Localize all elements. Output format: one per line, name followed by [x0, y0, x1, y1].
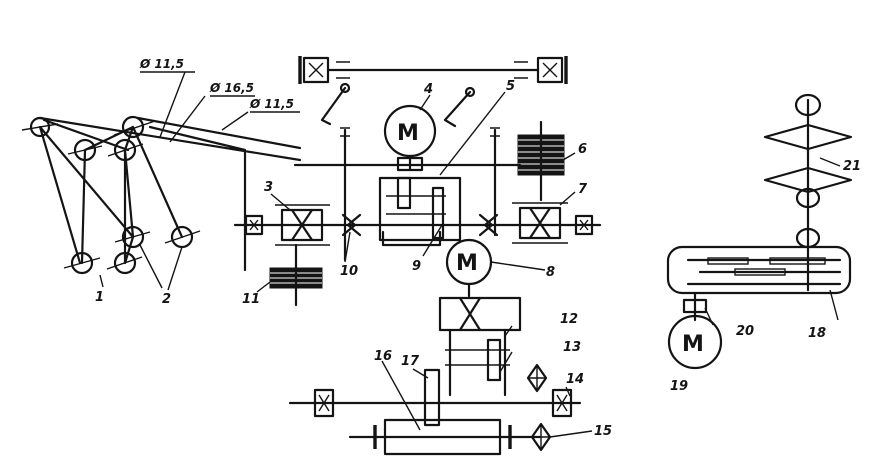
top-sheave-right: [121, 115, 145, 139]
gear-stack-b: [431, 186, 445, 240]
gear-21-upper: [763, 123, 853, 151]
gearbox-18: [666, 245, 852, 295]
gearbox-housing-upper: [378, 176, 462, 242]
differential-3: [275, 204, 330, 246]
label-10: 10: [340, 264, 358, 279]
label-8: 8: [546, 265, 555, 280]
gear-17: [423, 368, 441, 427]
lower-gearbox-shafts: [445, 349, 510, 366]
trolley-wheel-right-cross: [542, 62, 558, 78]
brake-15-cross: [532, 424, 550, 450]
label-21: 21: [843, 159, 861, 174]
dimension-leaders: [159, 71, 249, 143]
frame-bearings: [340, 127, 500, 137]
label-6: 6: [578, 142, 587, 157]
motor-4-symbol: M: [397, 121, 419, 146]
trolley-wheel-left-cross: [308, 62, 324, 78]
trolley-end-plates: [298, 56, 568, 84]
drum-6: [517, 120, 565, 202]
differential-3-cross: [290, 208, 314, 242]
label-2: 2: [162, 292, 171, 307]
gearbox-shafts: [386, 195, 446, 215]
gearbox-housing-lower: [438, 296, 522, 332]
sheave-block-assembly: [21, 71, 302, 291]
differential-7-body: [518, 206, 562, 240]
label-leaders-1-2: [99, 244, 183, 291]
label-7: 7: [578, 182, 588, 197]
gear-21-lower: [763, 166, 853, 194]
rotation-mechanism: M: [666, 93, 853, 370]
gearbox-18-gear-a: [707, 257, 749, 265]
clutch-10: [341, 213, 362, 237]
rotation-mid-bearing: [795, 187, 821, 209]
rotation-low-bearing: [795, 227, 821, 249]
label-15: 15: [594, 424, 612, 439]
coupling-20: [682, 298, 708, 314]
travel-wheel-14-cross: [556, 394, 568, 412]
drum-16-flanges: [373, 425, 512, 449]
gearbox-lower-cross: [458, 296, 482, 332]
upper-gearbox: M: [340, 104, 500, 262]
gear-stack-a: [396, 176, 412, 210]
label-4: 4: [423, 82, 433, 97]
label-20: 20: [736, 324, 754, 339]
label-19: 19: [670, 379, 688, 394]
lever-pivot-left: [339, 82, 351, 94]
label-11: 11: [242, 292, 260, 307]
dimension-label-2: Ø 16,5: [209, 81, 254, 95]
label-18: 18: [808, 326, 826, 341]
lower-gearbox: M: [288, 238, 582, 456]
dimension-label-3: Ø 11,5: [249, 97, 294, 111]
bearing-right: [574, 214, 594, 236]
main-shaft-assembly: [233, 120, 602, 307]
gear-stack-c: [486, 338, 502, 382]
differential-7-gears: [512, 202, 568, 244]
label-17: 17: [401, 354, 420, 369]
trolley-bearings: [336, 61, 528, 79]
bearing-right-cross: [579, 219, 589, 231]
differential-7-cross: [528, 206, 552, 240]
motor-8-symbol: M: [456, 251, 478, 276]
label-3: 3: [264, 180, 273, 195]
top-trolley: [298, 56, 568, 128]
travel-wheel-14: [551, 388, 573, 418]
label-13: 13: [563, 340, 581, 355]
travel-wheel-left: [313, 388, 335, 418]
gearbox-18-gear-b: [769, 257, 826, 265]
differential-7: [512, 202, 568, 244]
differential-3-body: [280, 208, 324, 242]
rope-reeving: [38, 118, 184, 265]
drum-11: [269, 243, 323, 307]
rotation-top-bearing: [794, 93, 822, 117]
label-16: 16: [374, 349, 392, 364]
brake-13-cross: [528, 365, 546, 391]
gearbox-link: [381, 230, 442, 247]
dimension-underlines: [140, 71, 300, 113]
gearbox-18-shafts: [686, 258, 842, 286]
label-9: 9: [412, 259, 421, 274]
dimension-label-1: Ø 11,5: [139, 57, 184, 71]
label-12: 12: [560, 312, 578, 327]
bearing-left-cross: [249, 219, 259, 231]
travel-wheel-left-cross: [318, 394, 330, 412]
lever-pivot-right: [464, 86, 476, 98]
label-1: 1: [95, 290, 104, 305]
bearing-left: [244, 214, 264, 236]
motor-19: [667, 314, 723, 370]
lever-arms: [320, 86, 472, 128]
clutch-9: [478, 213, 499, 237]
label-leader-lines: [256, 91, 841, 438]
label-5: 5: [506, 79, 515, 94]
label-14: 14: [566, 372, 584, 387]
motor-19-symbol: M: [682, 332, 704, 357]
gearbox-18-gear-c: [734, 268, 786, 276]
